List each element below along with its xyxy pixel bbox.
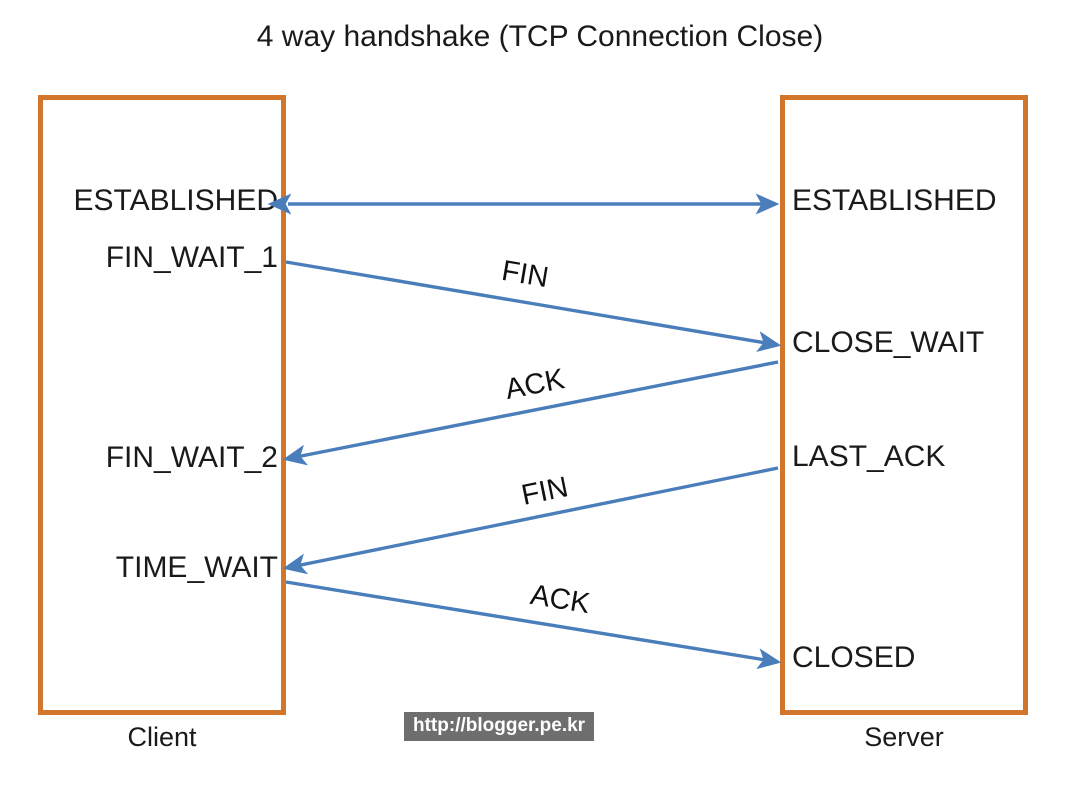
message-arrow-fin-2 bbox=[282, 466, 779, 575]
message-arrow-ack-1 bbox=[282, 360, 779, 466]
message-arrow-fin-1 bbox=[285, 260, 782, 352]
page-title: 4 way handshake (TCP Connection Close) bbox=[256, 20, 824, 53]
client-state-time-wait: TIME_WAIT bbox=[115, 551, 278, 584]
client-lifeline-box bbox=[38, 95, 286, 715]
server-state-last-ack: LAST_ACK bbox=[792, 440, 946, 473]
server-lifeline-box bbox=[780, 95, 1028, 715]
server-state-established: ESTABLISHED bbox=[792, 184, 997, 217]
client-endpoint-label: Client bbox=[127, 722, 197, 752]
watermark: http://blogger.pe.kr bbox=[404, 712, 595, 741]
client-state-fin-wait-1: FIN_WAIT_1 bbox=[105, 241, 278, 274]
server-state-closed: CLOSED bbox=[792, 641, 916, 674]
server-endpoint-label: Server bbox=[864, 722, 944, 752]
client-state-fin-wait-2: FIN_WAIT_2 bbox=[105, 441, 278, 474]
server-state-close-wait: CLOSE_WAIT bbox=[792, 326, 985, 359]
client-state-established: ESTABLISHED bbox=[73, 184, 278, 217]
message-arrow-ack-2 bbox=[285, 580, 782, 670]
